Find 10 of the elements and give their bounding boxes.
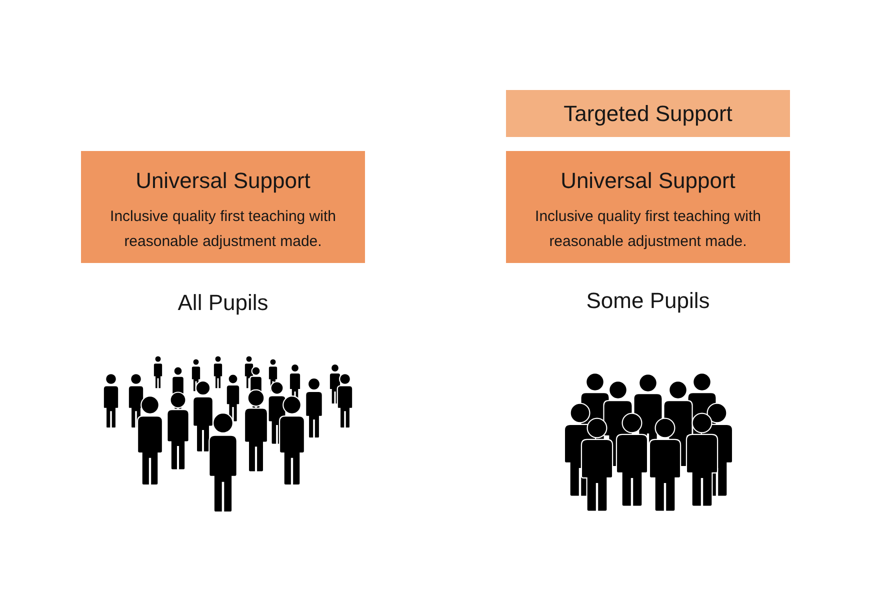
group-label: Some Pupils (586, 287, 710, 315)
box-description: Inclusive quality first teaching with reasonable adjustment made. (534, 207, 762, 252)
support-box (506, 90, 790, 137)
box-heading: Universal Support (136, 167, 310, 195)
group-label: All Pupils (178, 289, 268, 317)
support-box (506, 151, 790, 263)
box-description: Inclusive quality first teaching with reasonable adjustment made. (109, 207, 337, 252)
box-heading: Universal Support (560, 167, 736, 195)
box-heading: Targeted Support (564, 100, 732, 128)
support-box (81, 151, 365, 263)
